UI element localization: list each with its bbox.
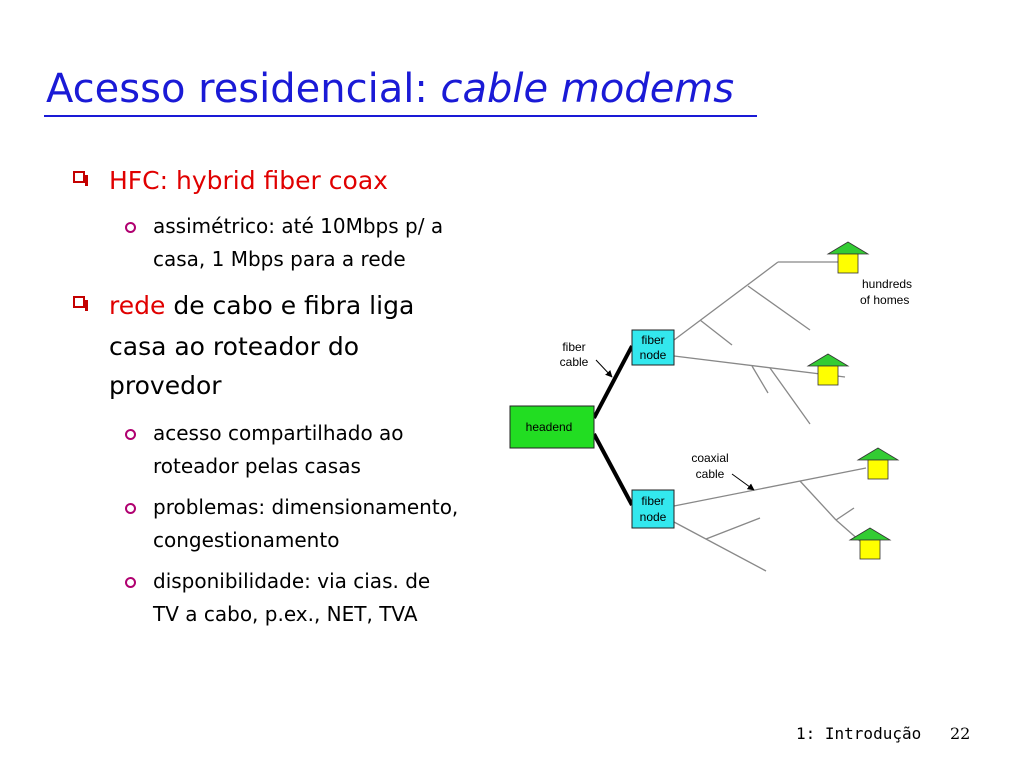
headend-label: headend	[526, 420, 573, 434]
house-icon	[856, 447, 900, 480]
bullet-hfc-text: HFC: hybrid fiber coax	[109, 166, 388, 195]
sub-bullet-line: TV a cabo, p.ex., NET, TVA	[153, 602, 418, 626]
hundreds-label1: hundreds	[862, 277, 912, 291]
circle-bullet-icon	[125, 577, 136, 588]
fiber-node-bottom-label1: fiber	[641, 494, 664, 508]
house-icon	[806, 353, 850, 386]
circle-bullet-icon	[125, 503, 136, 514]
circle-bullet-icon	[125, 222, 136, 233]
fiber-node-bottom-label2: node	[640, 510, 667, 524]
sub-bullet-line: roteador pelas casas	[153, 454, 361, 478]
bullet-list: HFC: hybrid fiber coax assimétrico: até …	[0, 0, 520, 700]
slide-title: Acesso residencial: cable modems	[46, 66, 734, 112]
coax-tree-top	[673, 261, 850, 425]
sub-bullet-line: assimétrico: até 10Mbps p/ a	[153, 214, 444, 238]
house-icon	[826, 241, 870, 274]
bullet-line: provedor	[109, 371, 222, 400]
fiber-link-bottom	[592, 433, 634, 506]
square-bullet-icon	[73, 296, 88, 311]
coaxial-cable-label1: coaxial	[691, 451, 728, 465]
coaxial-cable-arrow	[731, 473, 755, 491]
sub-bullet-line: acesso compartilhado ao	[153, 421, 404, 445]
coax-tree-bottom	[673, 467, 869, 572]
sub-bullet-line: problemas: dimensionamento,	[153, 495, 459, 519]
title-italic: cable modems	[440, 66, 735, 112]
sub-bullet-line: casa, 1 Mbps para a rede	[153, 247, 406, 271]
fiber-cable-arrow	[595, 359, 613, 378]
fiber-link-top	[592, 345, 634, 419]
bullet-rede-keyword: rede	[109, 291, 166, 320]
fiber-node-bottom	[631, 489, 675, 529]
circle-bullet-icon	[125, 429, 136, 440]
headend-box	[509, 405, 595, 449]
footer-chapter-label: 1: Introdução	[796, 724, 922, 743]
title-main: Acesso residencial:	[46, 66, 441, 112]
fiber-node-top-label1: fiber	[641, 333, 664, 347]
hundreds-label2: of homes	[860, 293, 909, 307]
sub-bullet-line: disponibilidade: via cias. de	[153, 569, 431, 593]
square-bullet-icon	[73, 171, 88, 186]
footer-page-number: 22	[950, 724, 971, 743]
fiber-node-top-label2: node	[640, 348, 667, 362]
fiber-cable-label1: fiber	[562, 340, 585, 354]
fiber-node-top	[631, 329, 675, 366]
title-underline	[44, 115, 757, 117]
bullet-rede-text: rede de cabo e fibra liga	[109, 289, 414, 323]
bullet-line: casa ao roteador do	[109, 332, 359, 361]
house-icon	[848, 527, 892, 560]
bullet-rede-rest: de cabo e fibra liga	[165, 291, 415, 320]
coaxial-cable-label2: cable	[696, 467, 725, 481]
cable-network-diagram: headend fiber node fiber node fiber cabl…	[509, 241, 912, 572]
sub-bullet-line: congestionamento	[153, 528, 340, 552]
fiber-cable-label2: cable	[560, 355, 589, 369]
